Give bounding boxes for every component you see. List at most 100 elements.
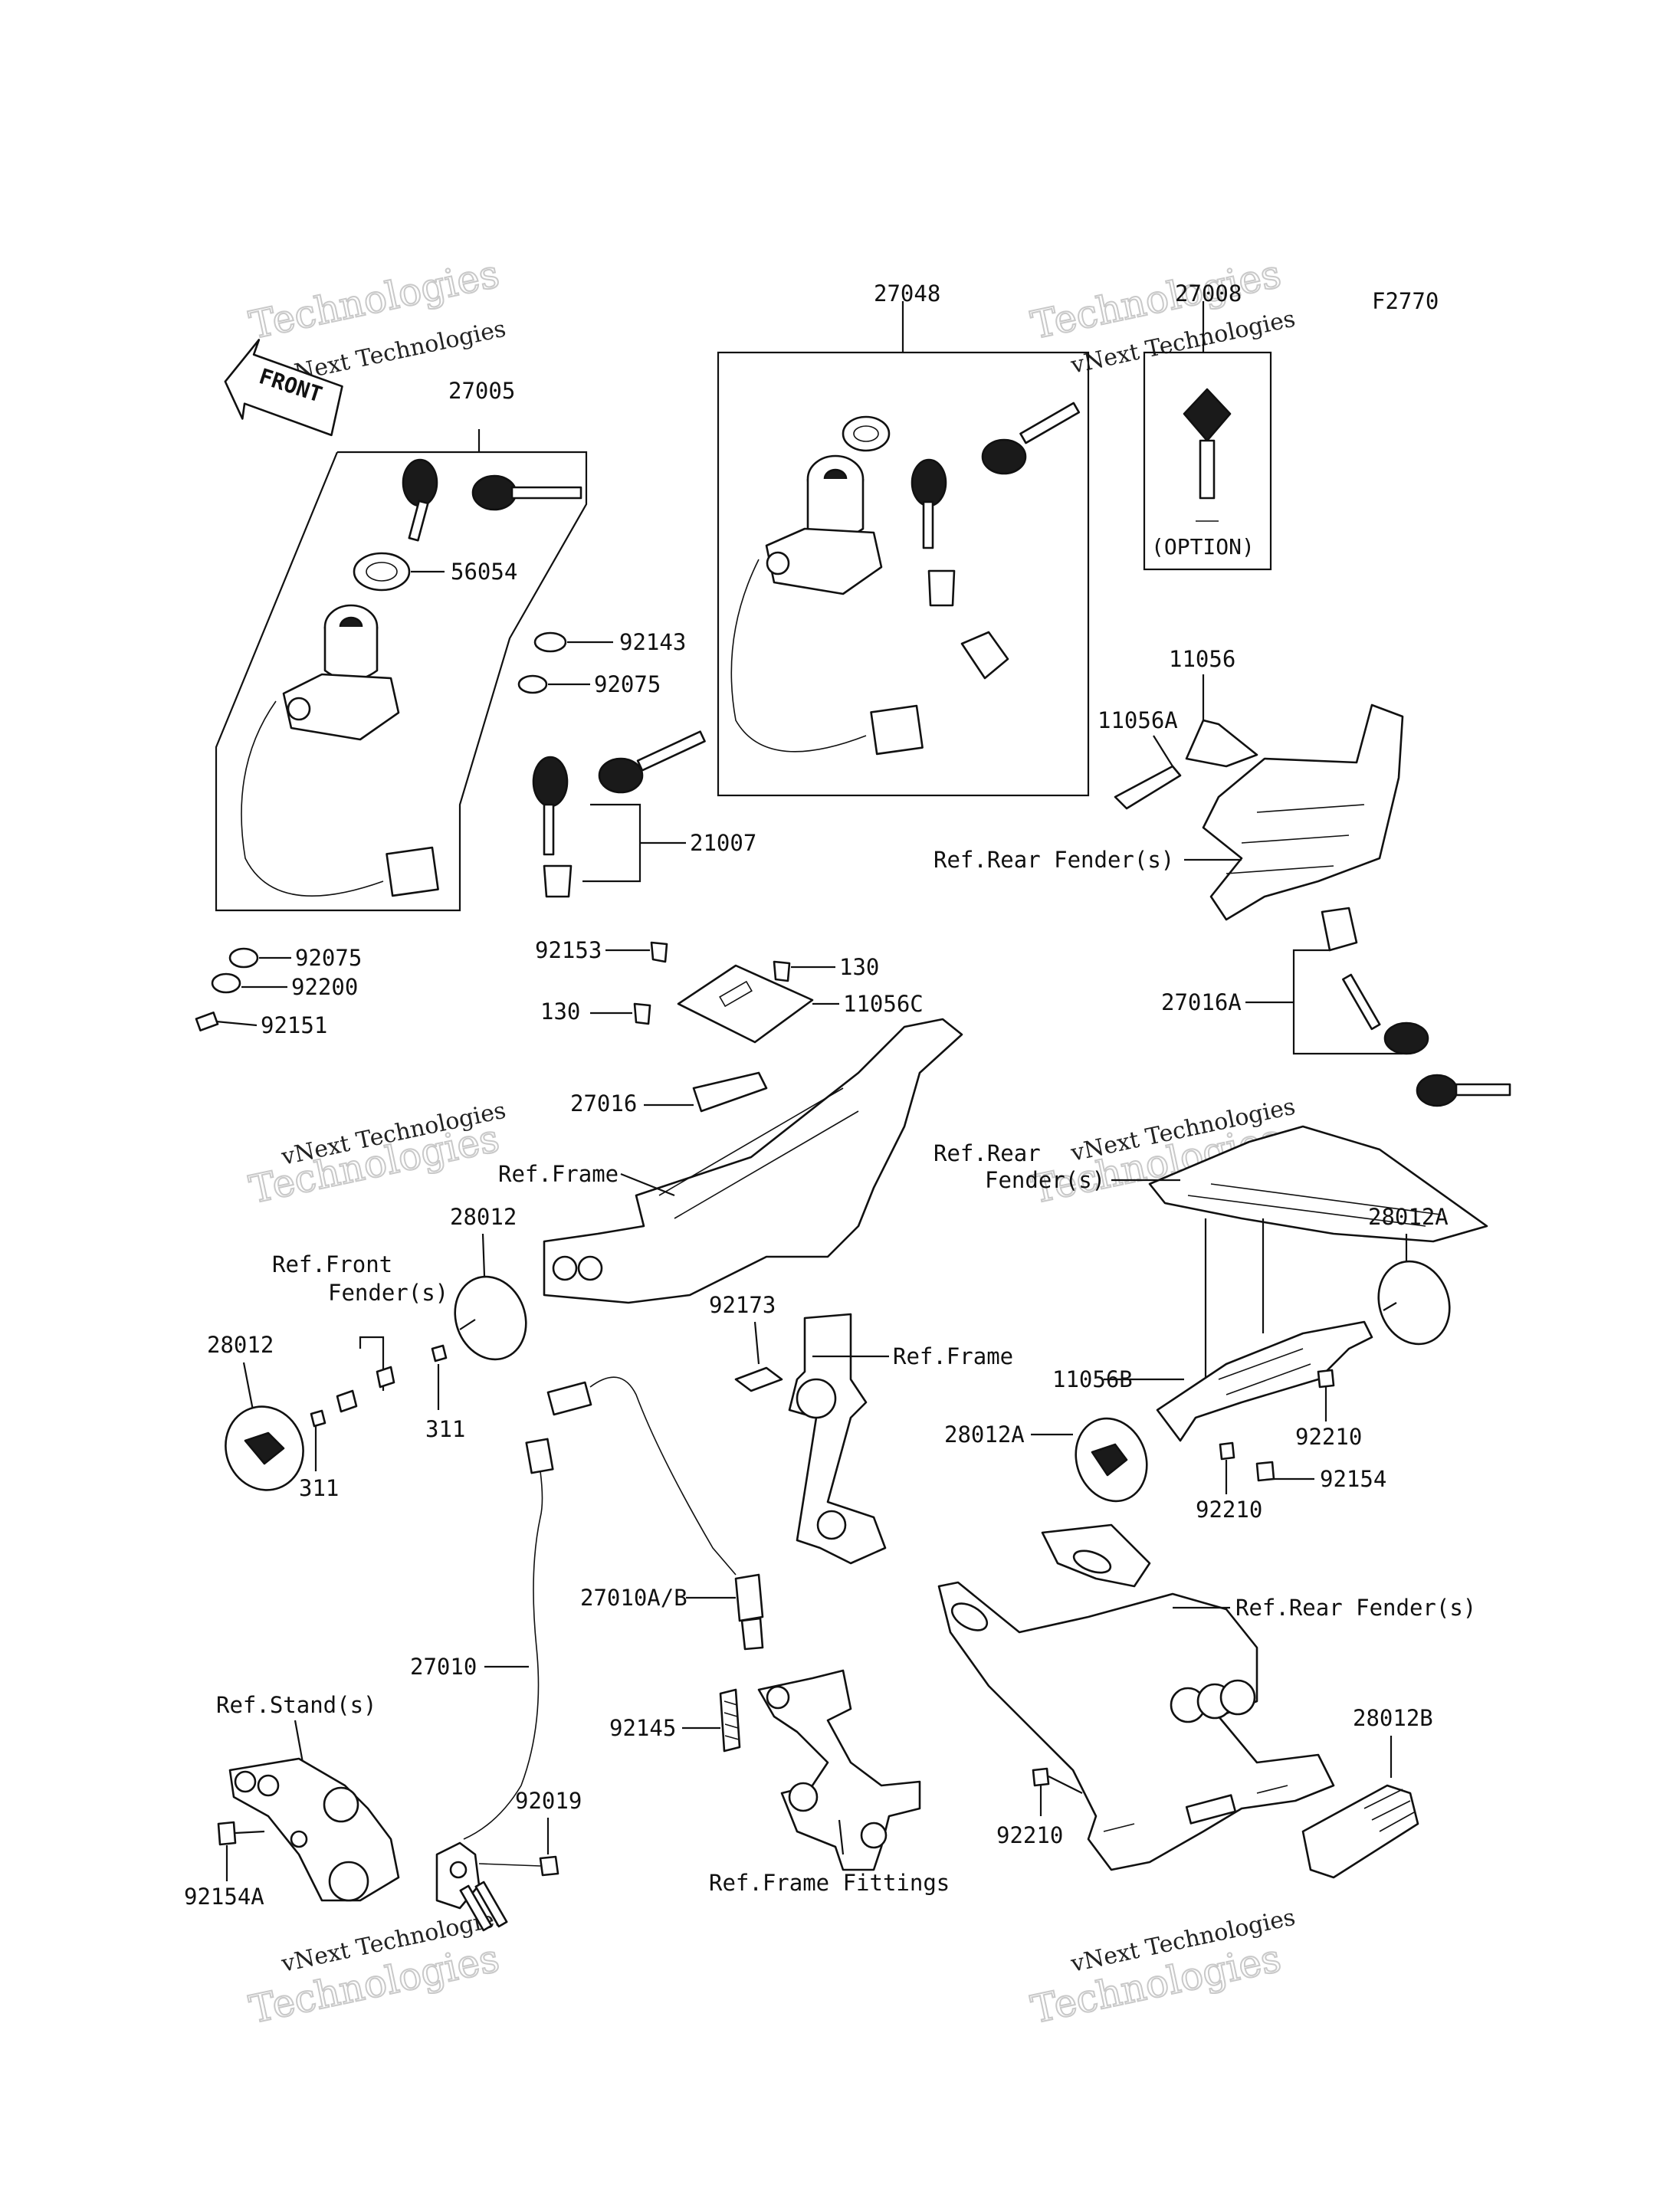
part-number-92075-top: 92075 <box>594 671 661 697</box>
reflector-28012A-left: 28012A <box>944 1417 1148 1503</box>
part-number-28012A-right: 28012A <box>1368 1204 1449 1230</box>
washer-56054: 56054 <box>353 552 517 592</box>
part-number-27010AB: 27010A/B <box>580 1585 687 1611</box>
part-number-21007: 21007 <box>690 830 756 856</box>
side-stand-switch <box>435 1841 508 1932</box>
part-number-92210-lower: 92210 <box>996 1822 1063 1848</box>
frame-bracket: Ref.Frame <box>788 1313 1013 1565</box>
bolt-130-right: 130 <box>773 954 879 982</box>
sensor-cable-27010AB: 27010A/B <box>546 1376 764 1651</box>
stand-bracket: Ref.Stand(s) <box>216 1692 400 1902</box>
nut-92210-mid: 92210 <box>1196 1441 1262 1523</box>
bracket-11056C: 11056C <box>677 964 924 1044</box>
watermark-mid-left: Technologies vNext Technologies <box>244 1097 508 1213</box>
part-number-11056B: 11056B <box>1052 1366 1133 1392</box>
part-number-27016A: 27016A <box>1161 989 1242 1015</box>
key-set-21007: 21007 <box>532 730 756 898</box>
bolt-92154: 92154 <box>1255 1461 1386 1492</box>
part-number-92075-bottom: 92075 <box>295 945 362 971</box>
figure-code: F2770 <box>1372 288 1439 314</box>
reflector-28012-bottom: 28012 <box>207 1332 304 1491</box>
part-number-11056C: 11056C <box>843 991 924 1017</box>
washer-92143: 92143 <box>533 629 686 655</box>
part-number-56054: 56054 <box>451 559 517 585</box>
part-number-27010: 27010 <box>410 1654 477 1680</box>
reflector-28012B: 28012B <box>1301 1705 1433 1879</box>
ignition-switch-icon <box>241 604 439 897</box>
part-number-92154A: 92154A <box>184 1884 264 1910</box>
part-number-11056: 11056 <box>1169 646 1235 672</box>
part-number-28012A-left: 28012A <box>944 1421 1025 1448</box>
bolt-92019: 92019 <box>478 1788 582 1877</box>
part-number-311-right: 311 <box>425 1416 465 1442</box>
washer-92075-bottom: 92075 <box>228 945 362 971</box>
bolt-130-left: 130 <box>540 998 651 1025</box>
part-number-130-right: 130 <box>839 954 879 980</box>
clip-92173: 92173 <box>709 1292 783 1392</box>
part-number-28012-bottom: 28012 <box>207 1332 274 1358</box>
nut-92210-upper: 92210 <box>1295 1369 1362 1450</box>
front-arrow-icon: FRONT <box>224 339 343 437</box>
part-number-92019: 92019 <box>515 1788 582 1814</box>
lock-set-27016A: 27016A <box>1161 907 1511 1107</box>
part-number-92200: 92200 <box>291 974 358 1000</box>
ref-rear-fender-2-line1: Ref.Rear <box>934 1140 1041 1166</box>
ref-rear-fender-3: Ref.Rear Fender(s) <box>1235 1595 1476 1621</box>
ref-rear-fender-2-line2: Fender(s) <box>985 1167 1105 1193</box>
rear-fender-top: Ref.Rear Fender(s) <box>934 703 1404 921</box>
frame-fitting: Ref.Frame Fittings <box>709 1669 950 1896</box>
part-number-311-left: 311 <box>299 1475 339 1501</box>
ref-stand: Ref.Stand(s) <box>216 1692 377 1718</box>
rear-fender-mid: Ref.Rear Fender(s) <box>934 1125 1488 1243</box>
watermark-bottom-left: Technologies vNext Technologies <box>244 1904 508 2033</box>
part-number-92145: 92145 <box>609 1715 676 1741</box>
part-number-28012B: 28012B <box>1353 1705 1433 1731</box>
watermark-top-right: Technologies vNext Technologies <box>1026 251 1298 379</box>
nut-311-right: 311 <box>425 1364 465 1442</box>
option-label: (OPTION) <box>1151 534 1255 559</box>
key-icon <box>402 458 582 542</box>
part-number-92151: 92151 <box>261 1012 327 1038</box>
part-number-92210-mid: 92210 <box>1196 1497 1262 1523</box>
bracket-11056B: 11056B <box>1052 1218 1373 1442</box>
rear-fender-lower: Ref.Rear Fender(s) <box>937 1523 1476 1871</box>
ref-frame-2: Ref.Frame <box>893 1343 1013 1369</box>
part-number-27048: 27048 <box>874 280 940 307</box>
reflector-28012-top: 28012 <box>450 1204 527 1361</box>
ignition-set-group-left: 27005 <box>215 378 588 912</box>
ref-rear-fender-1: Ref.Rear Fender(s) <box>934 847 1174 873</box>
part-number-28012-top: 28012 <box>450 1204 517 1230</box>
part-number-92143: 92143 <box>619 629 686 655</box>
reflector-28012A-right: 28012A <box>1368 1204 1451 1346</box>
bracket-11056: 11056 <box>1169 646 1258 768</box>
part-number-92153: 92153 <box>535 937 602 963</box>
ref-frame-fittings: Ref.Frame Fittings <box>709 1870 950 1896</box>
frame-top: Ref.Frame <box>498 1018 963 1304</box>
part-number-27016: 27016 <box>570 1090 637 1117</box>
part-number-92154: 92154 <box>1320 1466 1386 1492</box>
lock-27016: 27016 <box>570 1071 768 1117</box>
spring-92145: 92145 <box>609 1688 741 1753</box>
bolt-92154A: 92154A <box>184 1821 265 1910</box>
part-number-27008: 27008 <box>1175 280 1242 307</box>
washer-92200: 92200 <box>211 972 358 1000</box>
ref-frame-1: Ref.Frame <box>498 1161 619 1187</box>
ref-front-fender-line1: Ref.Front <box>272 1251 392 1277</box>
clip-11056A: 11056A <box>1098 707 1182 810</box>
bolt-92153: 92153 <box>535 937 668 963</box>
nut-311-left: 311 <box>299 1409 339 1501</box>
ref-front-fender: Ref.Front Fender(s) <box>272 1251 448 1391</box>
washer-92075-top: 92075 <box>517 671 661 697</box>
part-number-11056A: 11056A <box>1098 707 1178 733</box>
part-number-130-left: 130 <box>540 998 580 1025</box>
ref-front-fender-line2: Fender(s) <box>328 1280 448 1306</box>
nut-92210-lower: 92210 <box>996 1767 1083 1848</box>
part-number-92173: 92173 <box>709 1292 776 1318</box>
bolt-front-fender <box>336 1344 448 1413</box>
ignition-set-group-27048: 27048 <box>717 280 1090 797</box>
watermark-bottom-right: Technologies vNext Technologies <box>1026 1904 1298 2033</box>
part-number-92210-upper: 92210 <box>1295 1424 1362 1450</box>
bolt-92151: 92151 <box>195 1012 327 1038</box>
part-number-27005: 27005 <box>448 378 515 404</box>
